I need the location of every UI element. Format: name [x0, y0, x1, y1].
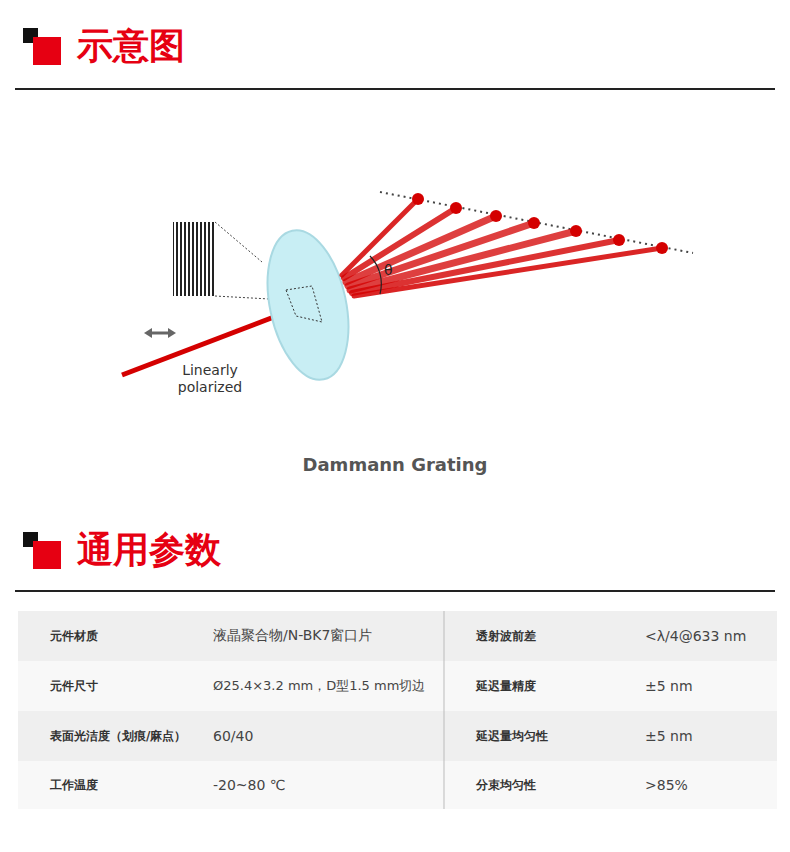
section-heading: 示意图 [77, 24, 185, 68]
icon-square [33, 37, 61, 65]
param-name: 透射波前差 [476, 611, 536, 661]
rule [15, 88, 775, 90]
grating-zoom [286, 286, 322, 322]
icon-square [33, 541, 61, 569]
param-name: 延迟量精度 [476, 661, 536, 711]
param-name: 工作温度 [50, 760, 98, 810]
caption: Dammann Grating [195, 454, 595, 475]
section-heading: 通用参数 [77, 528, 221, 572]
param-name: 元件尺寸 [50, 661, 98, 711]
beam-label: Linearly polarized [168, 362, 252, 396]
param-name: 延迟量均匀性 [476, 711, 548, 761]
param-value: 60/40 [213, 711, 253, 761]
param-value: ±5 nm [645, 711, 693, 761]
param-value: >85% [645, 760, 688, 810]
param-name: 分束均匀性 [476, 760, 536, 810]
param-name: 元件材质 [50, 611, 98, 661]
grating-disc [255, 223, 361, 387]
rule [15, 590, 775, 592]
param-value: 液晶聚合物/N-BK7窗口片 [213, 611, 372, 661]
param-name: 表面光洁度（划痕/麻点） [50, 711, 186, 761]
output-beams [342, 193, 668, 296]
param-value: Ø25.4×3.2 mm，D型1.5 mm切边 [213, 661, 425, 711]
table-bg [18, 611, 777, 809]
polarization-arrow [144, 328, 176, 338]
angle-label: θ [384, 262, 393, 278]
angle-arc [370, 256, 381, 294]
param-value: ±5 nm [645, 661, 693, 711]
param-value: <λ/4@633 nm [645, 611, 746, 661]
param-value: -20~80 ℃ [213, 760, 286, 810]
